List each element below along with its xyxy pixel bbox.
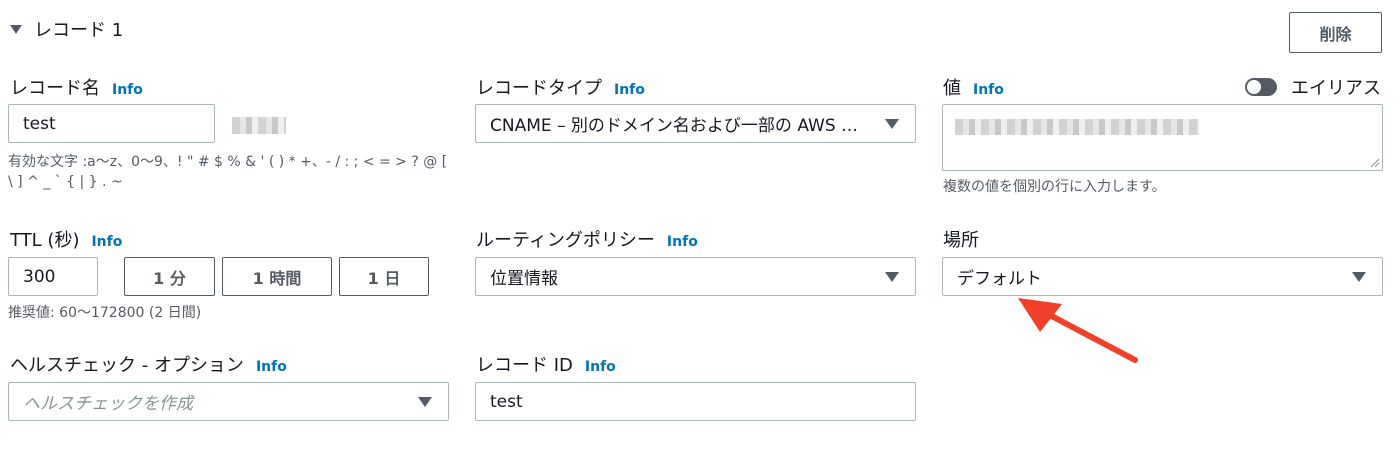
record-id-info-link[interactable]: Info bbox=[584, 359, 616, 375]
location-label-text: 場所 bbox=[943, 230, 979, 251]
record-type-value: CNAME – 別のドメイン名および一部の AWS リソースにトラフィックをルー… bbox=[490, 116, 901, 136]
record-type-select[interactable]: CNAME – 別のドメイン名および一部の AWS リソースにトラフィックをルー… bbox=[475, 104, 916, 143]
record-name-info-link[interactable]: Info bbox=[112, 82, 143, 98]
record-name-hint: 有効な文字 :a〜z、0〜9、! " # $ % & ' ( ) * +、- /… bbox=[8, 154, 448, 190]
health-check-select[interactable]: ヘルスチェックを作成 bbox=[8, 382, 449, 421]
routing-policy-value: 位置情報 bbox=[490, 269, 558, 289]
record-id-value: test bbox=[490, 391, 523, 412]
ttl-label: TTL (秒) Info bbox=[10, 226, 122, 252]
routing-policy-select[interactable]: 位置情報 bbox=[475, 257, 916, 296]
dropdown-caret-icon bbox=[885, 118, 899, 129]
dropdown-caret-icon bbox=[1352, 271, 1366, 282]
record-id-input[interactable]: test bbox=[475, 382, 916, 421]
record-name-value: test bbox=[23, 113, 56, 134]
ttl-1-hour-button[interactable]: 1 時間 bbox=[222, 257, 332, 296]
caret-down-icon bbox=[10, 24, 22, 34]
ttl-info-link[interactable]: Info bbox=[91, 234, 123, 250]
record-name-input[interactable]: test bbox=[8, 104, 215, 143]
routing-policy-info-link[interactable]: Info bbox=[666, 234, 698, 250]
health-check-placeholder: ヘルスチェックを作成 bbox=[23, 394, 193, 414]
record-section-title: レコード 1 bbox=[34, 20, 124, 41]
annotation-arrow-icon bbox=[1018, 298, 1138, 363]
record-name-label-text: レコード名 bbox=[10, 78, 100, 99]
blurred-value-text bbox=[955, 119, 1199, 135]
value-hint: 複数の値を個別の行に入力します。 bbox=[943, 179, 1166, 195]
alias-label: エイリアス bbox=[1291, 78, 1381, 99]
ttl-hint: 推奨値: 60〜172800 (2 日間) bbox=[8, 305, 202, 321]
value-textarea[interactable] bbox=[942, 104, 1383, 171]
value-info-link[interactable]: Info bbox=[973, 82, 1004, 98]
record-type-label: レコードタイプ Info bbox=[476, 74, 645, 100]
location-label: 場所 bbox=[943, 226, 979, 252]
ttl-label-text: TTL (秒) bbox=[10, 230, 80, 251]
health-check-label: ヘルスチェック - オプション Info bbox=[10, 351, 287, 377]
location-value: デフォルト bbox=[957, 269, 1042, 289]
ttl-1-minute-button[interactable]: 1 分 bbox=[124, 257, 215, 296]
ttl-value: 300 bbox=[23, 266, 56, 287]
record-name-label: レコード名 Info bbox=[10, 74, 143, 100]
dropdown-caret-icon bbox=[885, 271, 899, 282]
value-label: 値 Info bbox=[943, 74, 1004, 100]
health-check-label-text: ヘルスチェック - オプション bbox=[10, 355, 244, 376]
routing-policy-label-text: ルーティングポリシー bbox=[476, 230, 655, 251]
record-type-label-text: レコードタイプ bbox=[476, 78, 602, 99]
ttl-1-day-button[interactable]: 1 日 bbox=[339, 257, 429, 296]
location-select[interactable]: デフォルト bbox=[942, 257, 1383, 296]
routing-policy-label: ルーティングポリシー Info bbox=[476, 226, 698, 252]
delete-button[interactable]: 削除 bbox=[1289, 12, 1382, 53]
blurred-domain-suffix bbox=[232, 117, 286, 134]
ttl-input[interactable]: 300 bbox=[8, 257, 98, 296]
health-check-info-link[interactable]: Info bbox=[255, 359, 287, 375]
resize-handle-icon[interactable] bbox=[1370, 158, 1380, 168]
alias-toggle[interactable] bbox=[1245, 78, 1277, 96]
record-section-header[interactable]: レコード 1 bbox=[10, 16, 123, 42]
record-id-label: レコード ID Info bbox=[476, 351, 616, 377]
toggle-knob bbox=[1247, 80, 1261, 94]
alias-toggle-group[interactable]: エイリアス bbox=[1245, 74, 1381, 100]
value-label-text: 値 bbox=[943, 78, 961, 99]
record-id-label-text: レコード ID bbox=[476, 355, 573, 376]
record-type-info-link[interactable]: Info bbox=[614, 82, 645, 98]
dropdown-caret-icon bbox=[418, 396, 432, 407]
